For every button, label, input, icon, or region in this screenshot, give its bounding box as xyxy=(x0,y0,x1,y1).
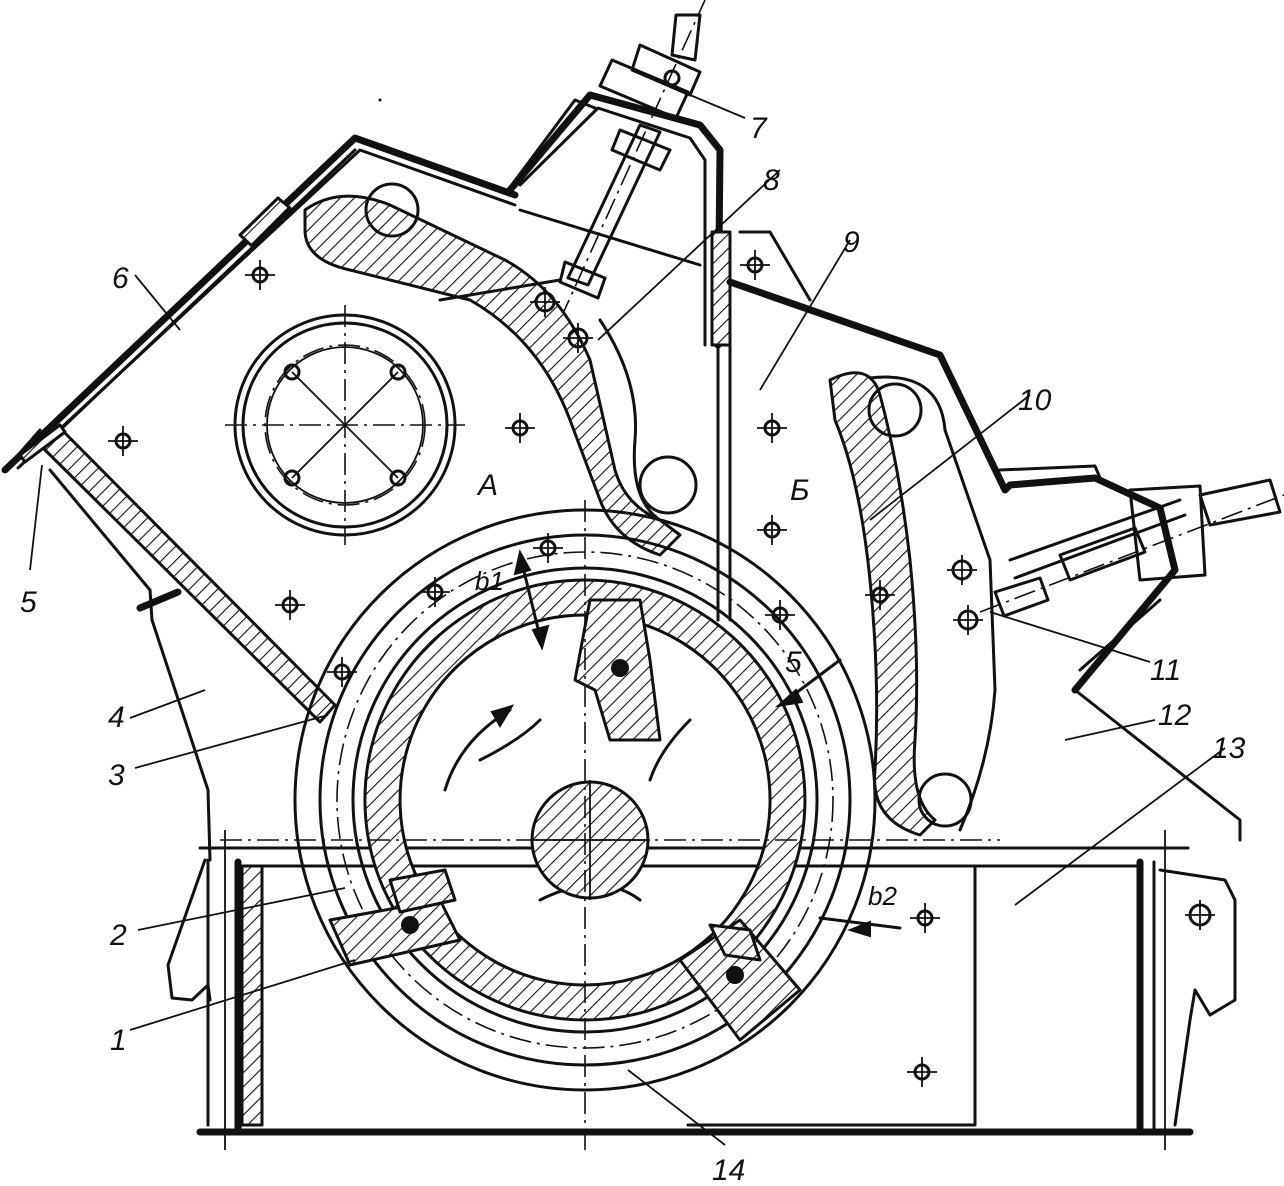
upper-housing xyxy=(1,134,519,724)
zone-a-label: A xyxy=(476,469,498,502)
center-lines xyxy=(220,500,1166,1150)
label-10: 10 xyxy=(1018,384,1052,417)
bolt-holes xyxy=(108,250,1215,1087)
callout-labels: 1 2 3 4 5 5 6 7 8 9 10 11 12 13 14 A Б b… xyxy=(20,112,1246,1186)
bolt-hole xyxy=(420,577,450,607)
adjusting-bolt-top xyxy=(558,0,706,321)
gap-b1-label: b1 xyxy=(475,566,504,596)
right-chute xyxy=(726,230,1242,1127)
bearing-housing xyxy=(225,305,465,545)
hammer-left xyxy=(328,868,462,967)
bolt-hole xyxy=(275,590,305,620)
breaker-plate-left xyxy=(303,182,698,557)
label-6: 6 xyxy=(112,262,129,295)
adjusting-bolt-right xyxy=(979,478,1284,618)
bolt-hole xyxy=(505,413,535,443)
bolt-hole xyxy=(765,600,795,630)
bolt-hole xyxy=(530,287,560,317)
bolt-hole xyxy=(327,657,357,687)
breaker-plate-right xyxy=(828,371,997,837)
leader-lines xyxy=(29,94,1226,1146)
label-4: 4 xyxy=(108,701,125,734)
hammer-top xyxy=(573,598,662,742)
top-chute xyxy=(378,91,732,622)
bolt-hole xyxy=(757,413,787,443)
label-13: 13 xyxy=(1212,732,1246,765)
bolt-hole xyxy=(865,580,895,610)
label-2: 2 xyxy=(109,919,127,952)
zone-b-label: Б xyxy=(790,474,810,507)
label-5-gap: 5 xyxy=(785,646,802,679)
bolt-hole xyxy=(563,323,593,353)
bolt-hole xyxy=(910,903,940,933)
bolt-hole xyxy=(108,426,138,456)
label-1: 1 xyxy=(110,1024,127,1057)
rotation-arrow xyxy=(443,704,515,792)
bolt-hole xyxy=(953,605,983,635)
gap-b2-label: b2 xyxy=(868,881,897,911)
bolt-hole xyxy=(1185,900,1215,930)
bolt-hole xyxy=(757,515,787,545)
label-7: 7 xyxy=(750,112,768,145)
label-5-left: 5 xyxy=(20,586,37,619)
label-11: 11 xyxy=(1150,654,1181,687)
hammer-right xyxy=(678,918,802,1042)
gap-arrows xyxy=(513,549,902,938)
label-9: 9 xyxy=(843,226,860,259)
label-3: 3 xyxy=(108,759,125,792)
bolt-hole xyxy=(907,1057,937,1087)
label-14: 14 xyxy=(712,1154,745,1186)
bolt-hole xyxy=(533,533,563,563)
label-8: 8 xyxy=(763,164,780,197)
label-12: 12 xyxy=(1158,699,1192,732)
bolt-hole xyxy=(245,260,275,290)
bolt-hole xyxy=(947,555,977,585)
bolt-hole xyxy=(740,250,770,280)
